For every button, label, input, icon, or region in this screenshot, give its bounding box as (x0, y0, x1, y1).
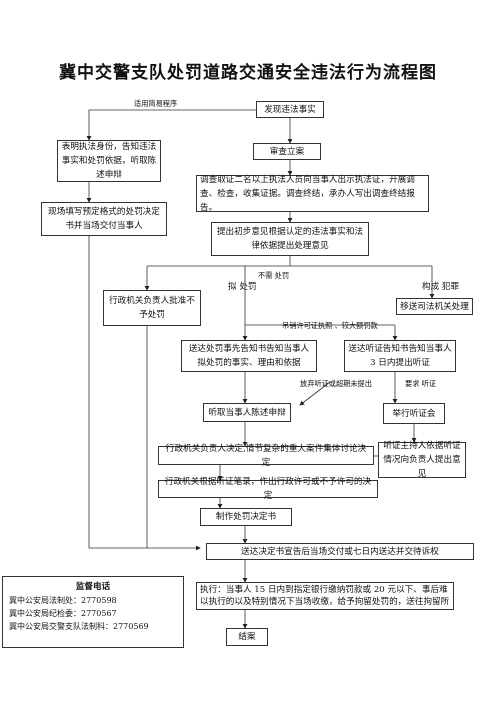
box-hear-statement: 听取当事人陈述申辩 (203, 403, 291, 422)
supervision-line: 冀中公安局交警支队法制科：2770569 (9, 622, 149, 631)
box-investigate: 调查取证二名以上执法人员向当事人出示执法证，开展调查、检查，收集证据。调查终结，… (196, 175, 429, 213)
box-notify-hearing: 送达听证告知书告知当事人 3 日内提出听证 (344, 340, 456, 372)
box-decide-by-record: 行政机关根据听证笔录，作出行政许可或不予许可的决定 (158, 477, 378, 501)
box-approve-no-penalty: 行政机关负责人批准不予处罚 (103, 290, 201, 326)
supervision-box: 监督电话 冀中公安局法制处：2770598 冀中公安局纪检委：2770567 冀… (2, 576, 184, 648)
supervision-line: 冀中公安局纪检委：2770567 (9, 609, 117, 618)
box-discover: 发现违法事实 (256, 101, 324, 118)
supervision-line: 冀中公安局法制处：2770598 (9, 596, 117, 605)
box-close: 结案 (226, 628, 268, 646)
label-waive-hearing: 放弃听证或超期未提出 (300, 379, 372, 388)
box-proposal: 提出初步意见根据认定的违法事实和法律依据提出处理意见 (211, 222, 369, 256)
box-execute: 执行：当事人 15 日内到指定银行缴纳罚款或 20 元以下、事后难以执行的以及特… (196, 582, 454, 610)
box-notify-penalty: 送达处罚事先告知书告知当事人拟处罚的事实、理由和依据 (181, 340, 317, 372)
box-deliver: 送达决定书宣告后当场交付或七日内送达并交待诉权 (206, 543, 474, 560)
box-hearing-report: 听证主持人依据听证情况向负责人提出意见 (378, 441, 466, 479)
box-onsite: 现场填写预定格式的处罚决定书并当场交付当事人 (41, 202, 167, 236)
label-no-penalty: 不需 处罚 (258, 271, 290, 280)
page-title: 冀中交警支队处罚道路交通安全违法行为流程图 (59, 63, 437, 83)
box-make-decision: 制作处罚决定书 (200, 508, 292, 526)
box-collective-decision: 行政机关负责人决定,情节复杂的重大案件集体讨论决定 (158, 444, 374, 468)
box-transfer-judicial: 移送司法机关处理 (396, 298, 473, 315)
label-proposed-penalty: 拟 处罚 (228, 282, 257, 292)
box-register: 审查立案 (253, 143, 321, 160)
supervision-title: 监督电话 (75, 582, 111, 592)
label-constitutes-crime: 构成 犯罪 (422, 282, 460, 292)
label-simple-procedure: 适用简易程序 (134, 99, 178, 108)
label-revoke-license: 吊销许可证执照 、较大额罚款 (282, 321, 378, 330)
box-identity: 表明执法身份，告知违法事实和处罚依据，听取陈述申辩 (57, 140, 161, 182)
box-hold-hearing: 举行听证会 (383, 403, 445, 424)
label-request-hearing: 要求 听证 (405, 379, 437, 388)
